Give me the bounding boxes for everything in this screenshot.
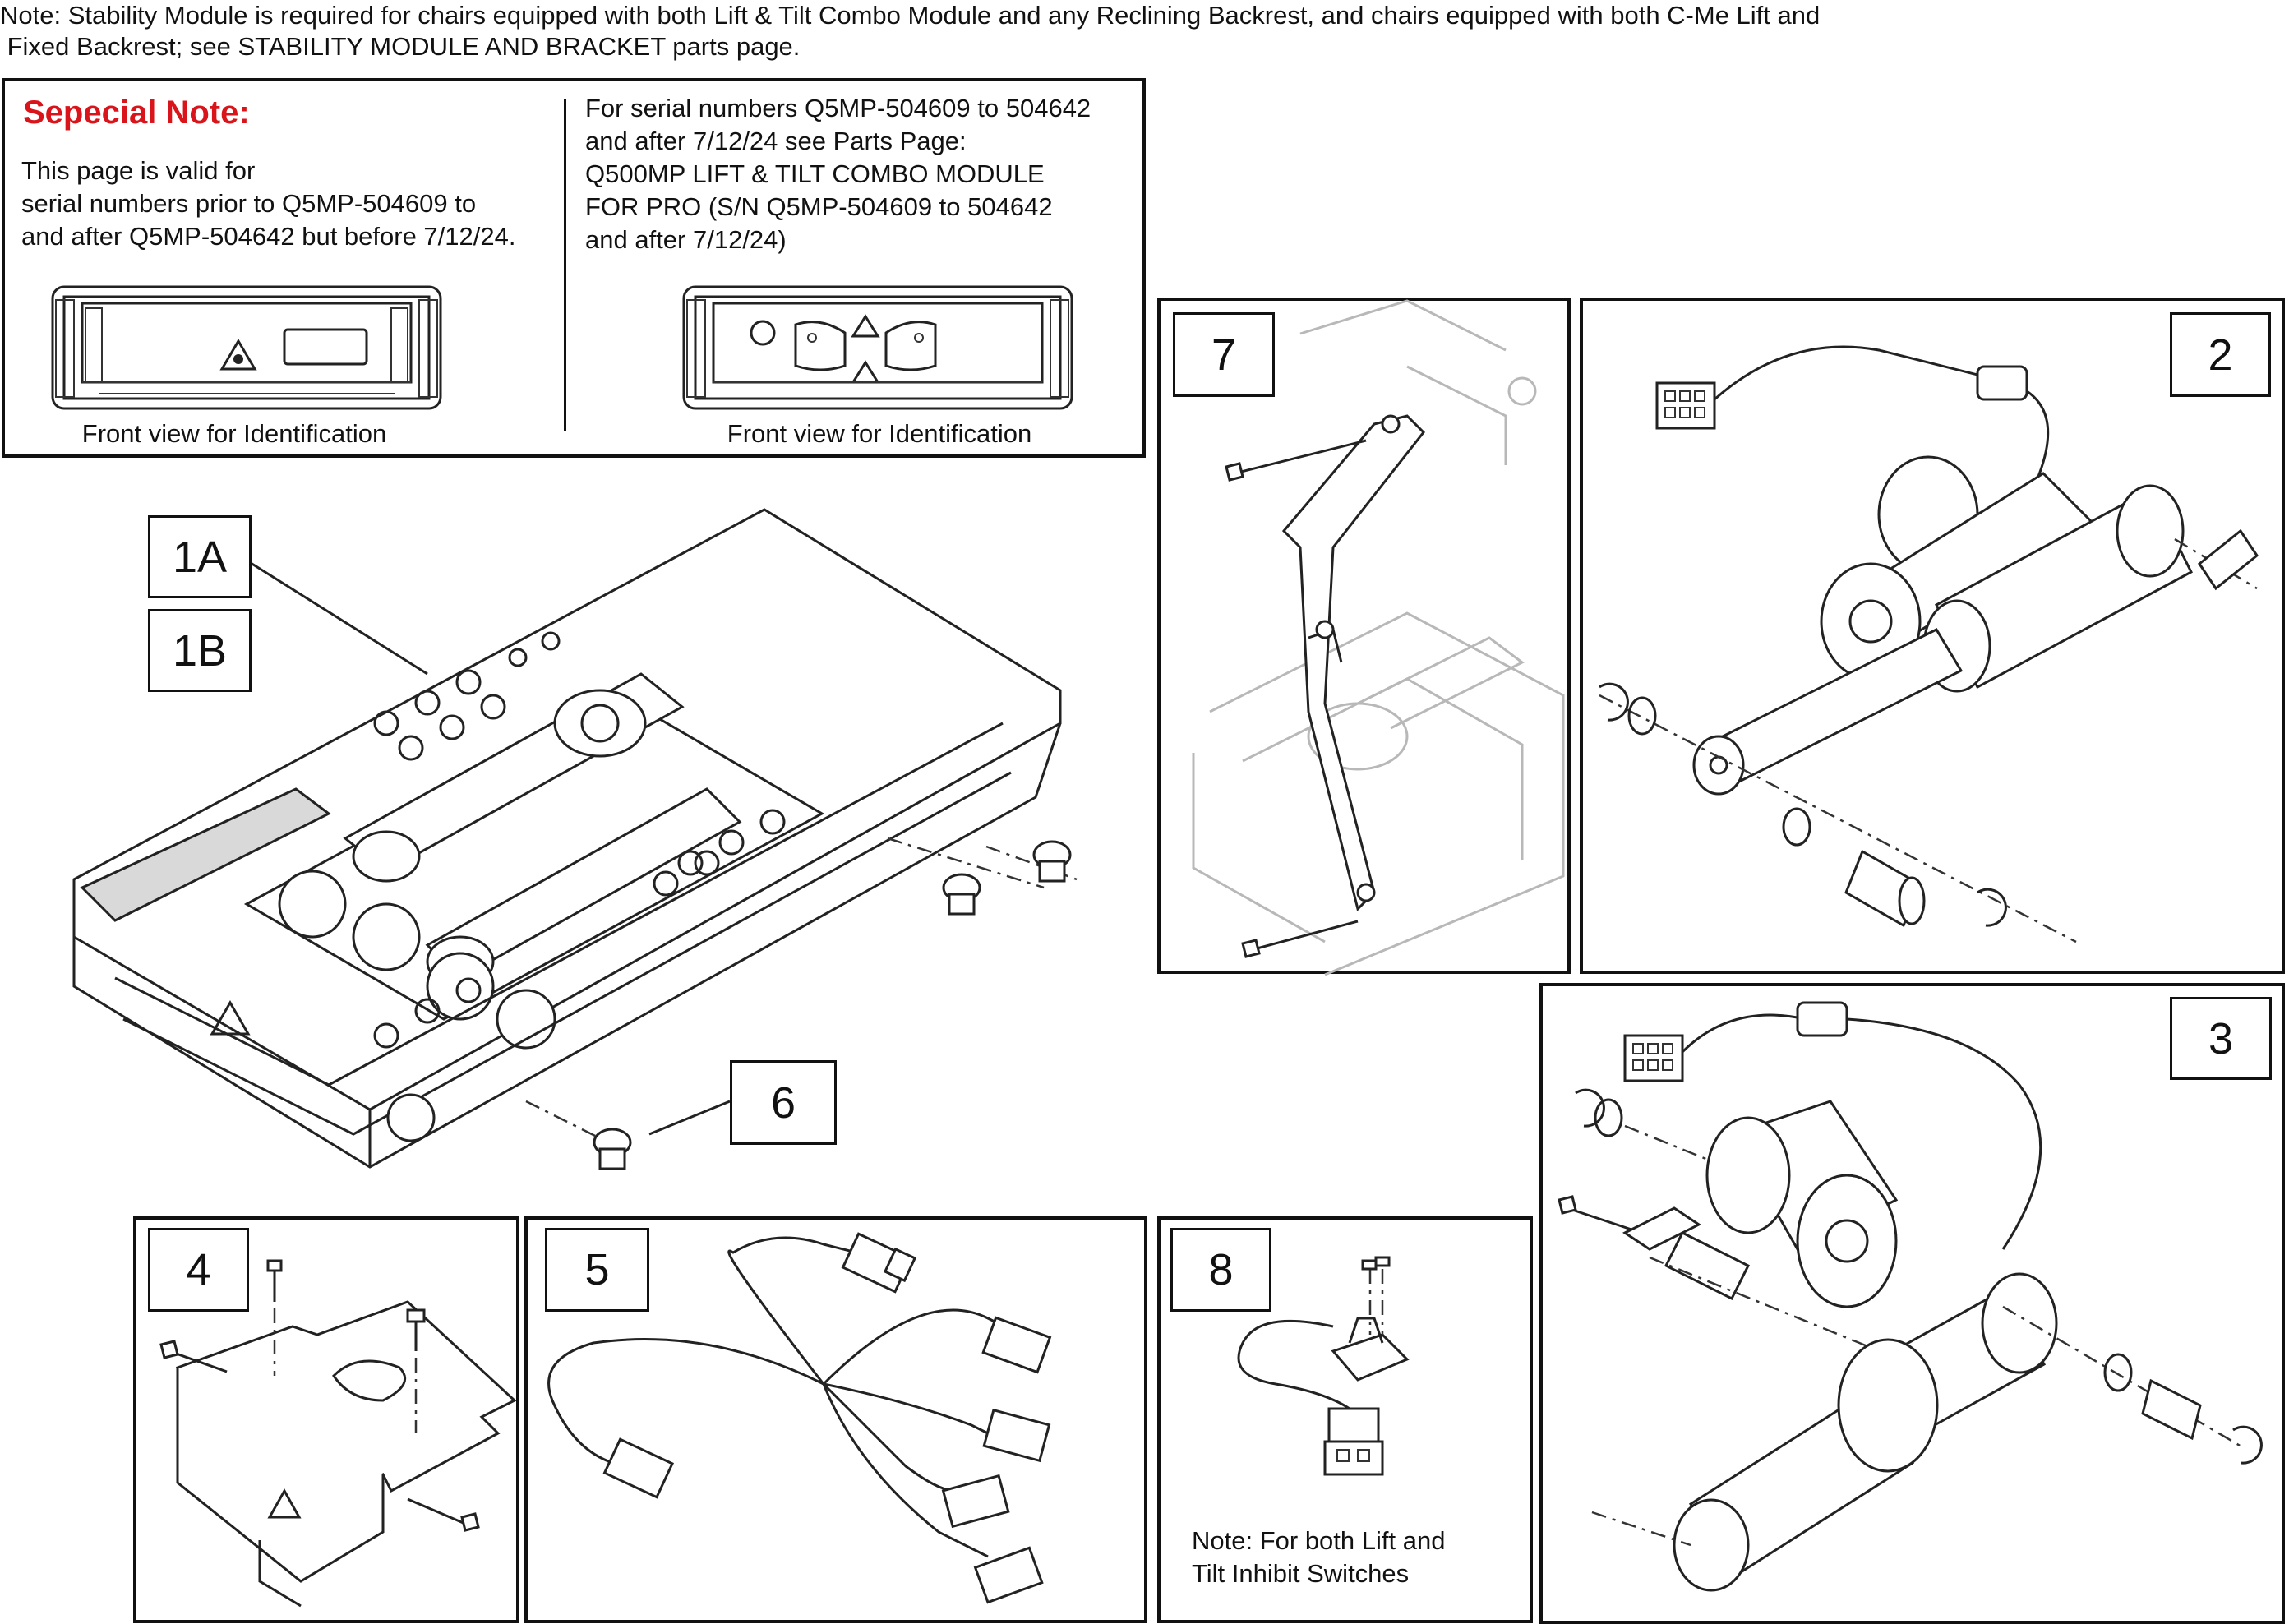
top-note-line2: Fixed Backrest; see STABILITY MODULE AND…	[0, 32, 801, 61]
callout-3: 3	[2170, 997, 2272, 1080]
callout-7: 7	[1173, 312, 1275, 397]
special-note-heading: Sepecial Note:	[23, 95, 250, 131]
panel-8-note-line2: Tilt Inhibit Switches	[1192, 1559, 1410, 1588]
special-note-right-line3: Q500MP LIFT & TILT COMBO MODULE	[585, 159, 1045, 188]
panel-4-drawing	[159, 1259, 517, 1608]
special-note-right-line2: and after 7/12/24 see Parts Page:	[585, 127, 967, 155]
front-view-right-thumbnail	[682, 285, 1073, 410]
special-note-left-line3: and after Q5MP-504642 but before 7/12/24…	[21, 222, 516, 251]
callout-8: 8	[1170, 1228, 1271, 1312]
lift-tilt-module-drawing	[72, 508, 1078, 1170]
special-note-right-line4: FOR PRO (S/N Q5MP-504609 to 504642	[585, 192, 1053, 221]
panel-5-drawing	[547, 1232, 1052, 1604]
panel-3-drawing	[1558, 1001, 2263, 1592]
callout-1b: 1B	[148, 609, 252, 692]
top-note-line1: Note: Stability Module is required for c…	[0, 1, 1821, 30]
top-note: Note: Stability Module is required for c…	[0, 0, 2285, 62]
callout-1a: 1A	[148, 515, 252, 598]
panel-2-drawing	[1599, 345, 2259, 943]
front-view-left-caption: Front view for Identification	[81, 419, 387, 448]
front-view-right-caption: Front view for Identification	[727, 419, 1032, 448]
callout-6: 6	[730, 1060, 837, 1145]
special-note-right-line1: For serial numbers Q5MP-504609 to 504642	[585, 94, 1091, 122]
special-note-left-line2: serial numbers prior to Q5MP-504609 to	[21, 189, 477, 218]
front-view-left-thumbnail	[51, 285, 442, 410]
callout-5: 5	[545, 1228, 649, 1312]
special-note-divider	[564, 99, 566, 431]
panel-8-note-line1: Note: For both Lift and	[1192, 1526, 1446, 1555]
panel-8-drawing	[1237, 1256, 1410, 1476]
special-note-right-line5: and after 7/12/24)	[585, 225, 787, 254]
special-note-left-line1: This page is valid for	[21, 156, 256, 185]
callout-4: 4	[148, 1228, 249, 1312]
panel-7-drawing	[1192, 299, 1565, 976]
callout-2: 2	[2170, 312, 2271, 397]
panel-3	[1539, 983, 2285, 1624]
